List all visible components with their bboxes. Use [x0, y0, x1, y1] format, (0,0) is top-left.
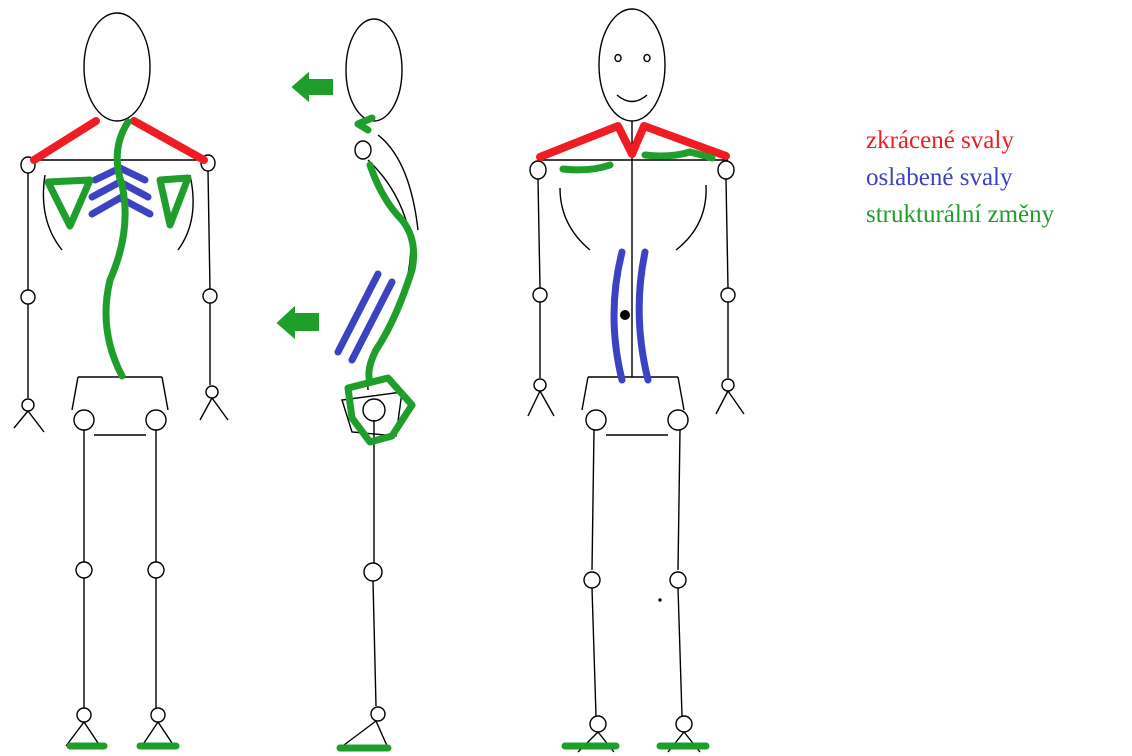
side-weakened-muscles	[338, 274, 392, 360]
skeleton-back-figure	[528, 9, 744, 752]
legend-structural-changes: strukturální změny	[866, 196, 1054, 233]
spine-point-icon	[620, 310, 630, 320]
legend-shortened-muscles: zkrácené svaly	[866, 122, 1054, 159]
arrow-icon	[278, 74, 332, 337]
legend-weakened-muscles: oslabené svaly	[866, 159, 1054, 196]
front-structural-changes	[48, 122, 188, 746]
back-structural-changes	[563, 152, 712, 746]
legend: zkrácené svaly oslabené svaly strukturál…	[866, 122, 1054, 233]
back-weakened-muscles	[614, 252, 648, 380]
skeleton-front-figure	[14, 13, 228, 746]
